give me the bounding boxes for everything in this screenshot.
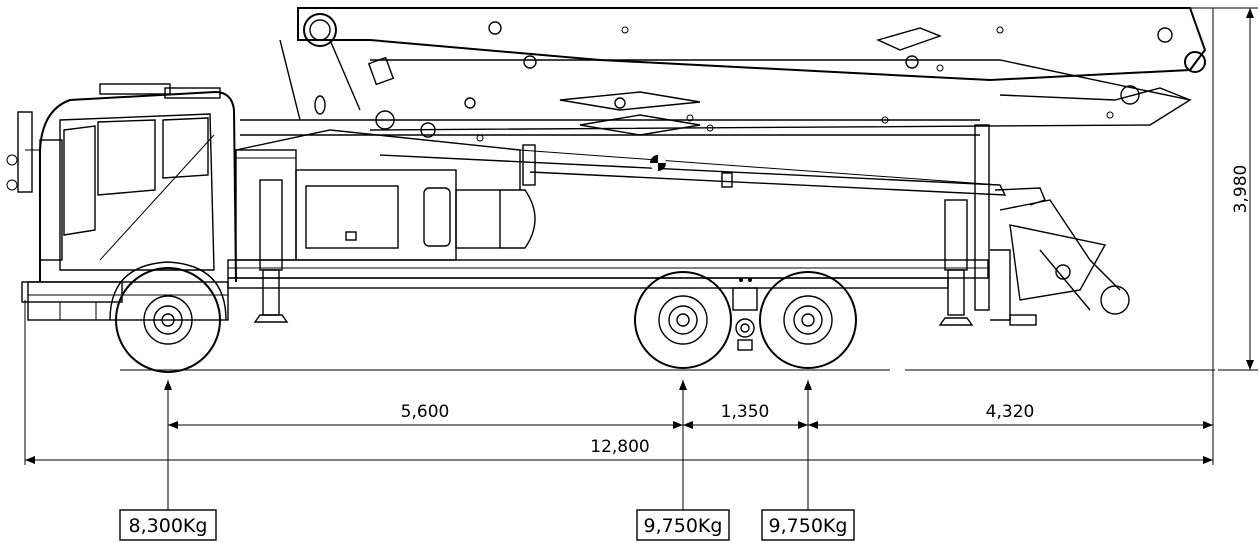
load-rear-axle-2: 9,750Kg xyxy=(769,515,848,537)
truck-cab xyxy=(6,83,237,320)
dim-overall-length: 12,800 xyxy=(590,437,649,457)
load-box-rear-1 xyxy=(636,509,730,541)
front-wheel xyxy=(109,261,227,373)
outriggers xyxy=(253,124,990,326)
dim-rear-axle-spacing: 1,350 xyxy=(721,402,770,422)
load-box-front xyxy=(119,509,217,541)
boom xyxy=(240,7,1207,196)
pump-body xyxy=(235,129,536,261)
load-rear-axle-1: 9,750Kg xyxy=(644,515,723,537)
rear-wheel-2 xyxy=(759,271,857,369)
rear-wheel-1 xyxy=(634,271,732,369)
dim-rear-overhang: 4,320 xyxy=(986,402,1035,422)
chassis-frame xyxy=(27,259,989,321)
rear-hopper xyxy=(990,187,1130,326)
dim-front-to-rear-axle: 5,600 xyxy=(401,402,450,422)
dim-overall-height: 3,980 xyxy=(1231,165,1251,214)
load-front-axle: 8,300Kg xyxy=(129,515,208,537)
tandem-suspension xyxy=(732,278,758,351)
load-box-rear-2 xyxy=(761,509,855,541)
